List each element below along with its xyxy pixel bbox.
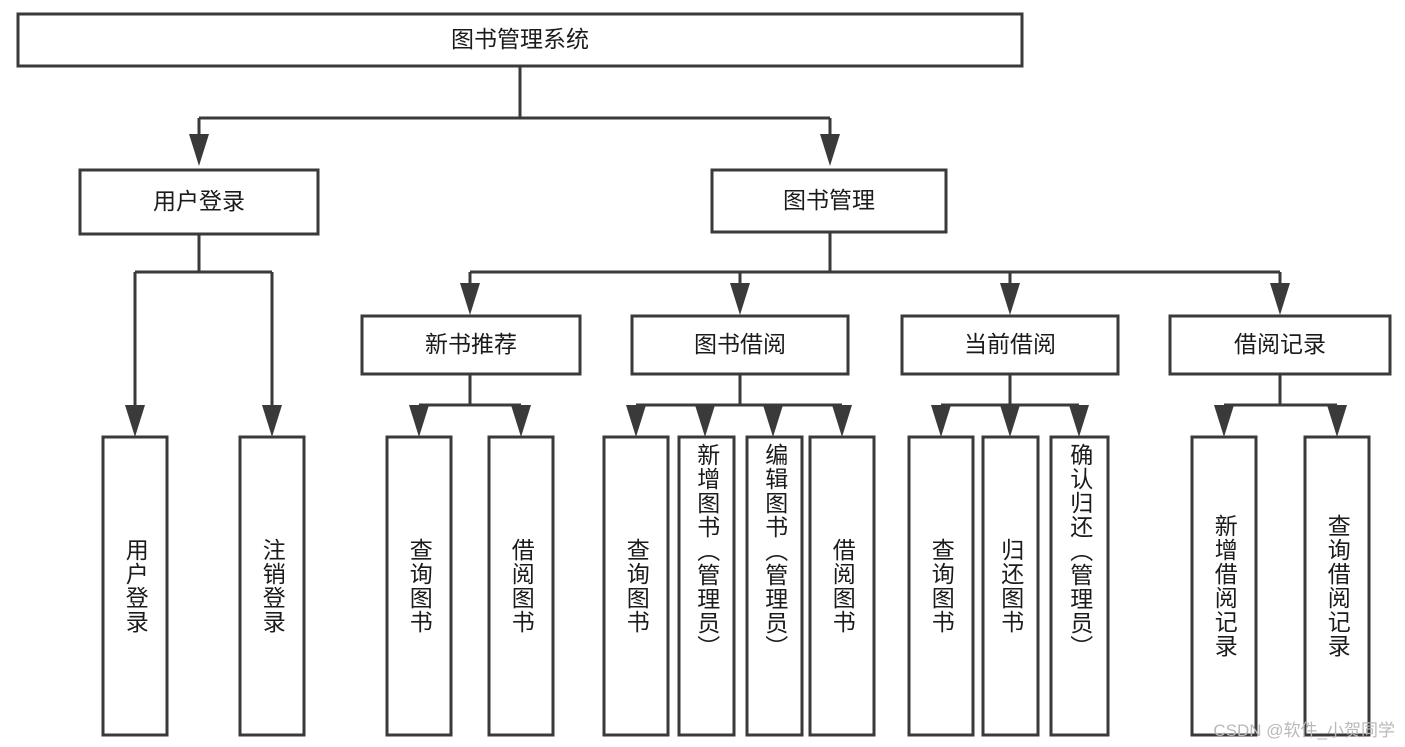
arrowhead-leaf-add-book xyxy=(695,405,715,437)
arrowhead-borrow-record xyxy=(1270,283,1290,315)
arrowhead-bookmanage xyxy=(820,134,840,166)
node-leaf-query-book-1[interactable] xyxy=(385,435,453,737)
arrowhead-leaf-borrow-book-1 xyxy=(511,405,531,437)
node-current-borrow[interactable]: 当前借阅 xyxy=(900,314,1120,376)
node-leaf-user-login[interactable] xyxy=(101,435,169,737)
arrowhead-leaf-borrow-book-2 xyxy=(832,405,852,437)
node-leaf-logout[interactable] xyxy=(238,435,306,737)
node-root-label: 图书管理系统 xyxy=(451,26,589,52)
node-borrow-record-label: 借阅记录 xyxy=(1234,331,1326,357)
node-book-manage-label: 图书管理 xyxy=(783,187,875,213)
arrowhead-leaf-query-book-2 xyxy=(626,405,646,437)
arrowhead-leaf-confirm-return xyxy=(1069,405,1089,437)
arrowhead-userlogin xyxy=(189,134,209,166)
connector-layer xyxy=(125,66,1347,437)
arrowhead-leaf-return-book xyxy=(1000,405,1020,437)
node-root[interactable]: 图书管理系统 xyxy=(16,12,1024,68)
arrowhead-current-borrow xyxy=(1000,283,1020,315)
node-leaf-add-record[interactable] xyxy=(1190,435,1258,737)
node-leaf-add-book[interactable] xyxy=(677,435,736,737)
arrowhead-leaf-query-book-1 xyxy=(409,405,429,437)
node-leaf-return-book[interactable] xyxy=(981,435,1040,737)
arrowhead-leaf-query-record xyxy=(1327,405,1347,437)
arrowhead-leaf-edit-book xyxy=(763,405,783,437)
node-book-manage[interactable]: 图书管理 xyxy=(710,168,948,234)
node-leaf-query-record[interactable] xyxy=(1303,435,1371,737)
node-leaf-edit-book[interactable] xyxy=(745,435,804,737)
node-user-login-label: 用户登录 xyxy=(153,188,245,214)
node-user-login[interactable]: 用户登录 xyxy=(78,168,320,236)
node-leaf-borrow-book-1[interactable] xyxy=(487,435,555,737)
arrowhead-leaf-add-record xyxy=(1214,405,1234,437)
node-current-borrow-label: 当前借阅 xyxy=(964,331,1056,357)
node-leaf-borrow-book-2[interactable] xyxy=(808,435,876,737)
node-leaf-query-book-2[interactable] xyxy=(602,435,670,737)
arrowhead-book-borrow xyxy=(730,283,750,315)
node-leaf-query-book-3[interactable] xyxy=(907,435,975,737)
arrowhead-leaf-query-book-3 xyxy=(931,405,951,437)
arrowhead-leaf-logout xyxy=(262,405,282,437)
node-book-borrow[interactable]: 图书借阅 xyxy=(630,314,850,376)
node-layer: 图书管理系统 用户登录 图书管理 新书推荐 图书借阅 当前 xyxy=(16,12,1392,737)
node-borrow-record[interactable]: 借阅记录 xyxy=(1168,314,1392,376)
node-new-book-rec-label: 新书推荐 xyxy=(425,331,517,357)
node-book-borrow-label: 图书借阅 xyxy=(694,331,786,357)
node-new-book-rec[interactable]: 新书推荐 xyxy=(360,314,582,376)
arrowhead-leaf-user-login xyxy=(125,405,145,437)
node-leaf-confirm-return[interactable] xyxy=(1049,435,1110,737)
arrowhead-new-book-rec xyxy=(460,283,480,315)
